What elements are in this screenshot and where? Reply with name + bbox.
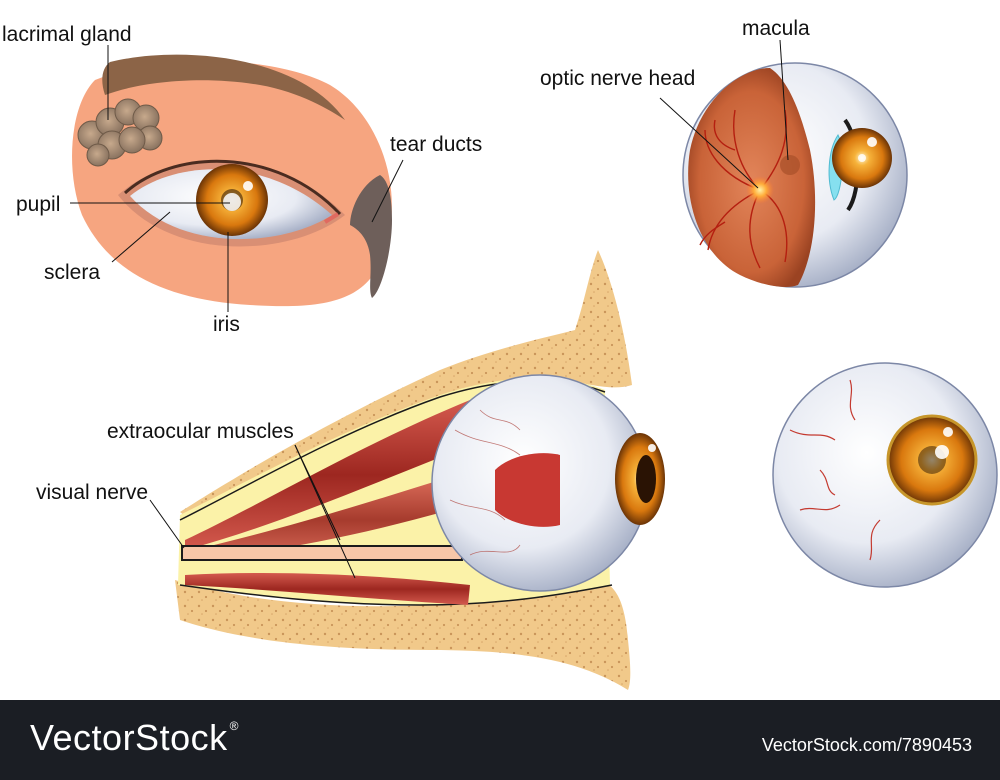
label-visual-nerve: visual nerve: [36, 481, 149, 504]
retina-section-figure: [682, 62, 908, 288]
lacrimal-gland-shape: [77, 98, 163, 167]
lower-muscle: [185, 573, 470, 605]
side-muscle-insertion: [495, 453, 560, 527]
footer-url: VectorStock.com/7890453: [761, 735, 972, 755]
eye-anatomy-illustration: [70, 39, 998, 690]
upper-muscle: [185, 400, 485, 550]
label-iris: iris: [213, 313, 240, 336]
label-extraocular-muscles: extraocular muscles: [107, 420, 294, 443]
label-macula: macula: [742, 17, 810, 40]
watermark-footer: VectorStock® VectorStock.com/7890453: [0, 700, 1000, 780]
middle-muscle: [185, 480, 450, 560]
orbit-bone-upper: [180, 250, 632, 520]
eyebrow: [102, 54, 345, 120]
label-lacrimal-gland: lacrimal gland: [2, 23, 132, 46]
label-pupil: pupil: [16, 193, 61, 216]
footer-brand-text: VectorStock: [30, 717, 228, 758]
retina-disc: [688, 68, 816, 287]
leader-lines: [70, 39, 789, 579]
label-sclera: sclera: [44, 261, 101, 284]
label-tear-ducts: tear ducts: [390, 133, 483, 156]
external-eye-figure: [72, 54, 392, 307]
front-eyeball-figure: [772, 362, 998, 588]
macula-spot: [780, 155, 800, 175]
orbit-side-view-figure: [175, 250, 665, 690]
eyelashes: [123, 159, 342, 216]
footer-brand: VectorStock®: [30, 720, 239, 756]
front-vessels: [789, 379, 881, 561]
visual-nerve-shape: [181, 545, 463, 561]
footer-brand-mark: ®: [229, 719, 239, 733]
label-optic-nerve-head: optic nerve head: [540, 67, 696, 90]
orbit-bone-lower: [175, 580, 631, 690]
tear-duct-shape: [350, 175, 392, 298]
